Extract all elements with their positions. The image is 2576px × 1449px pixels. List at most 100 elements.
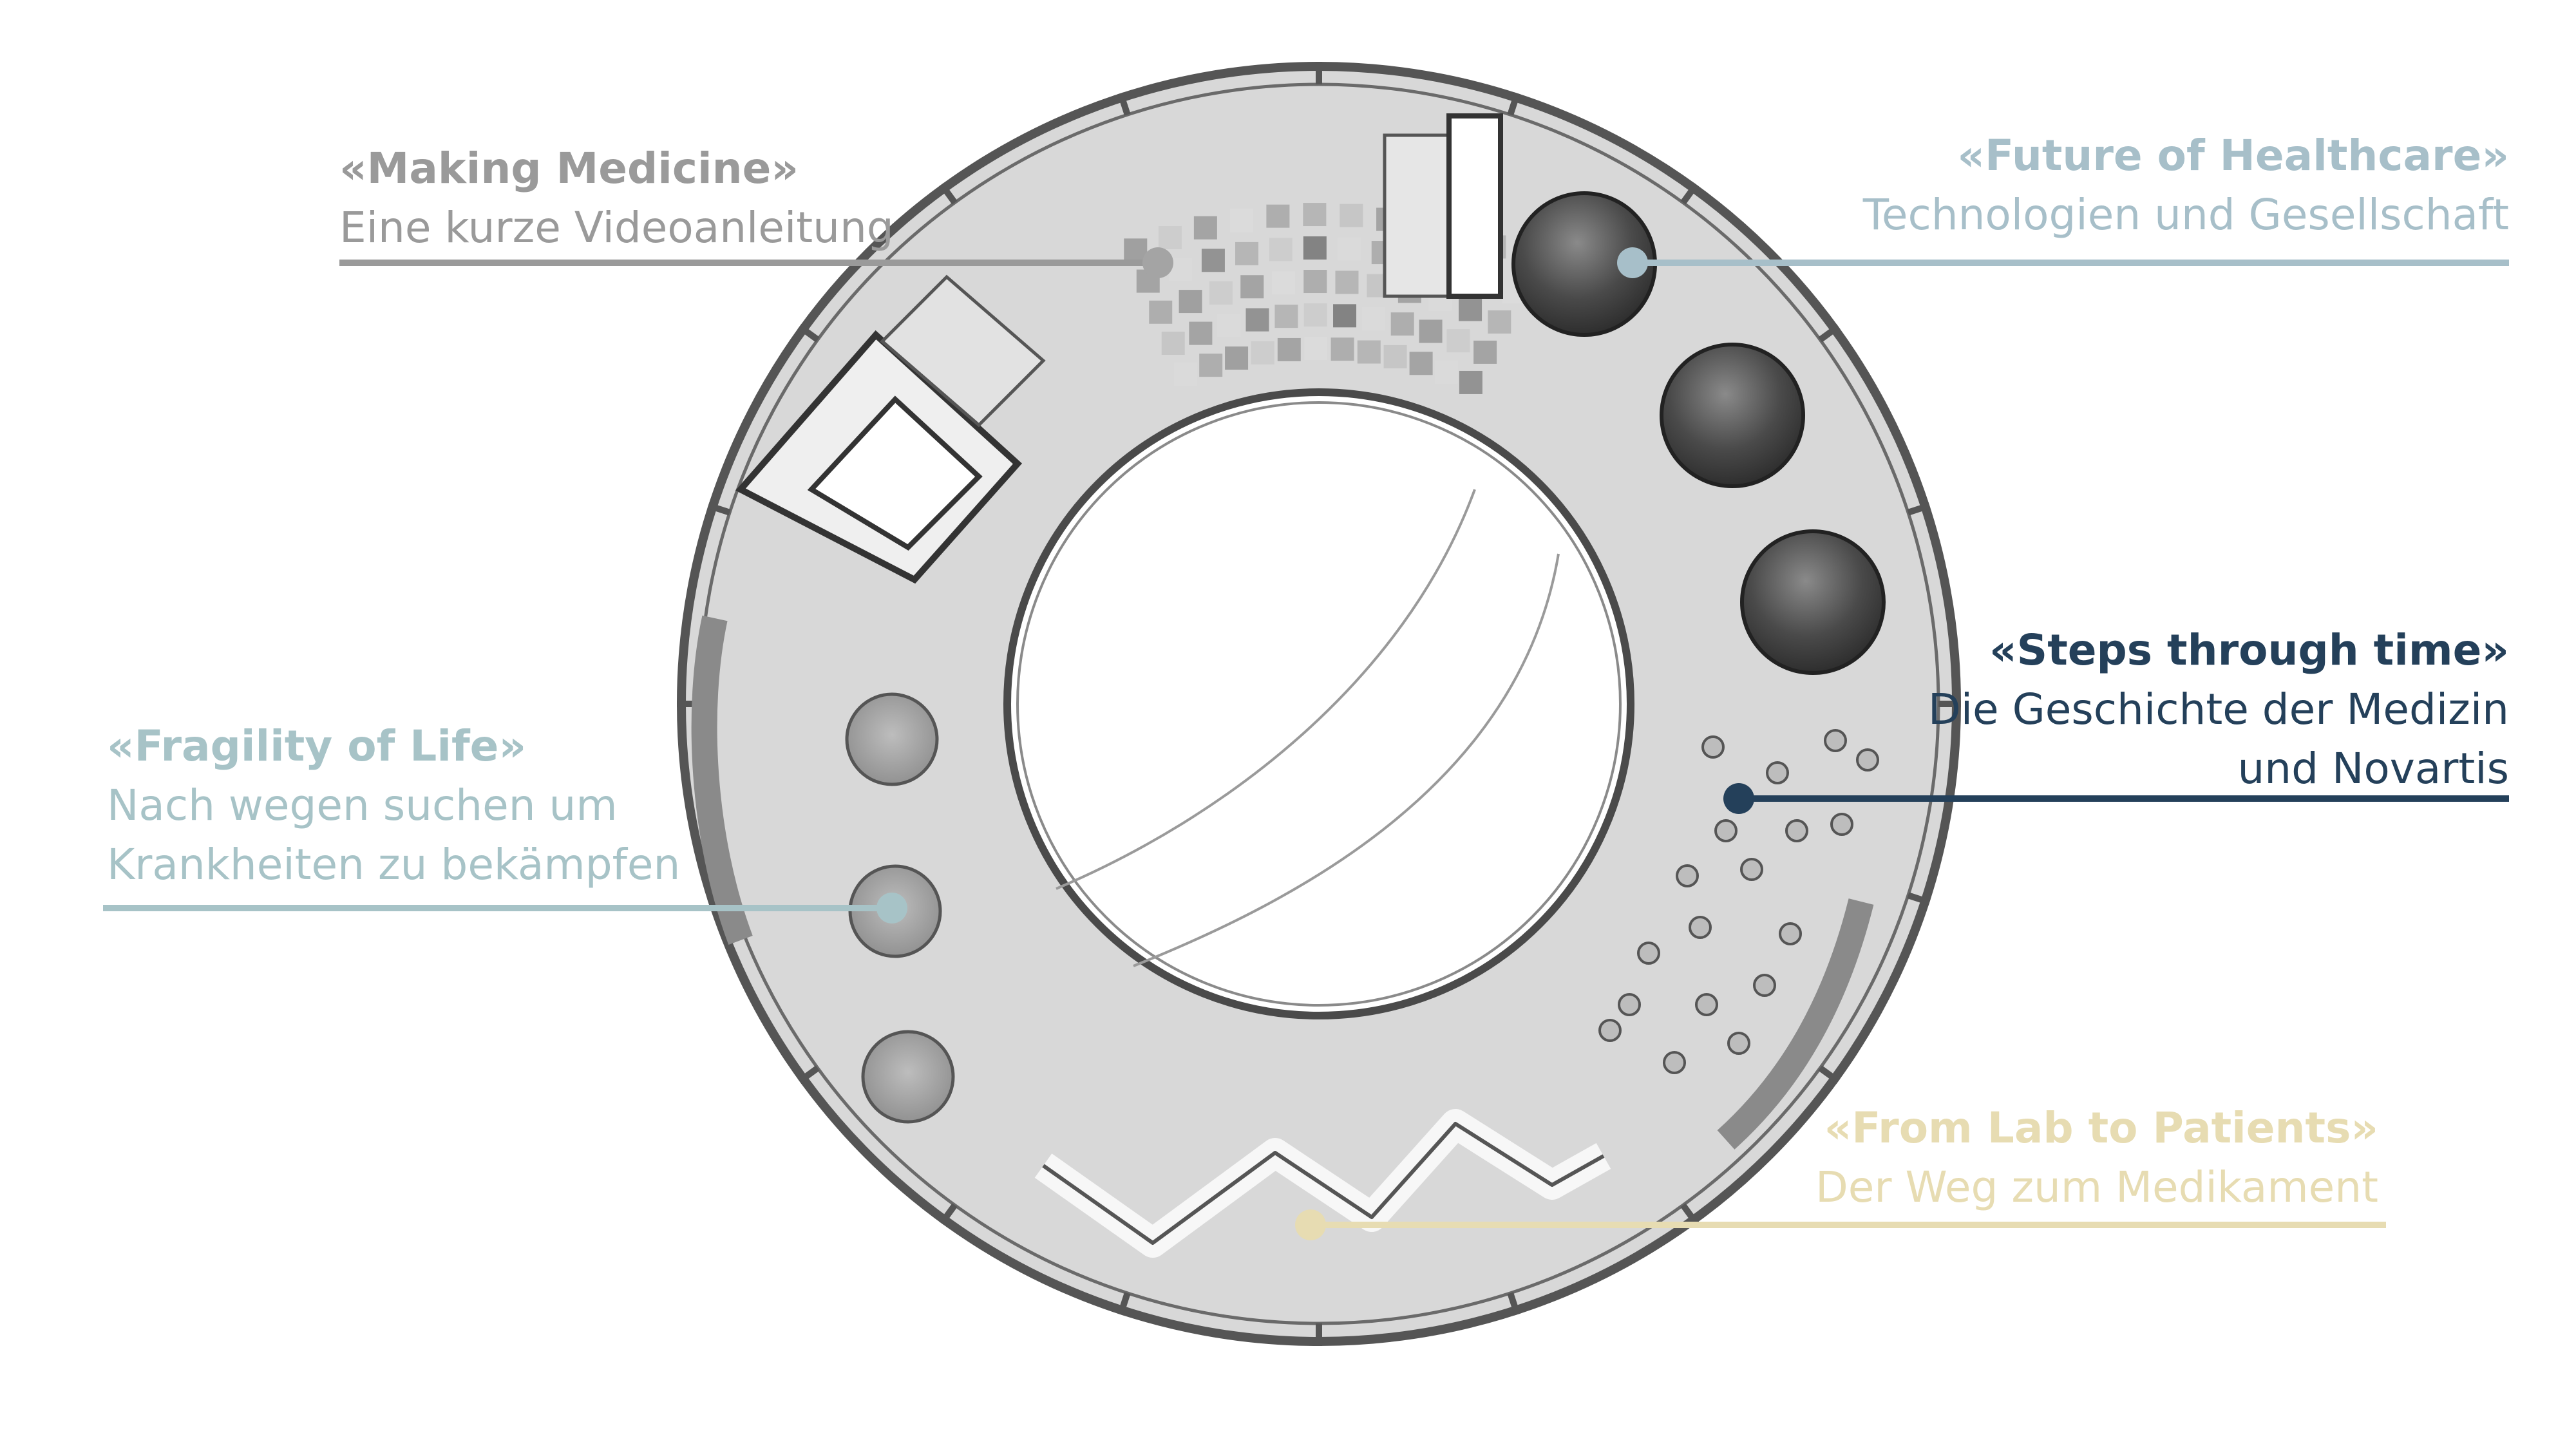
display-disc: [1714, 819, 1738, 842]
facade-tick: [1117, 1292, 1131, 1316]
display-disc: [1785, 819, 1808, 842]
display-disc: [1779, 922, 1802, 945]
dark-pod: [1660, 343, 1805, 488]
floor-tile: [1473, 340, 1497, 364]
floor-tile: [1304, 337, 1328, 361]
floor-tile: [1269, 238, 1293, 261]
label-title: «Making Medicine»: [339, 144, 799, 193]
stair-shaft-top: [1446, 113, 1503, 299]
facade-tick: [1907, 502, 1931, 516]
facade-tick: [1907, 892, 1931, 905]
display-disc: [1695, 993, 1718, 1016]
display-disc: [1856, 748, 1879, 772]
atrium-wall: [1003, 388, 1634, 1019]
label-title: «Future of Healthcare»: [1957, 131, 2509, 180]
fragility-pods: [845, 692, 955, 1124]
floor-tile: [1266, 204, 1290, 228]
floor-tile: [1235, 242, 1259, 265]
display-disc: [1618, 993, 1641, 1016]
facade-tick: [1680, 182, 1700, 205]
label-subtitle: Technologien und Gesellschaft: [1862, 190, 2509, 240]
display-disc: [1753, 974, 1776, 997]
floor-tile: [1331, 337, 1354, 361]
floor-tile: [1335, 270, 1359, 294]
display-disc: [1824, 729, 1847, 752]
floor-tile: [1383, 345, 1407, 368]
steps-discs: [1598, 729, 1879, 1074]
floor-tile: [1209, 281, 1233, 305]
floor-tile: [1189, 321, 1213, 345]
facade-tick: [938, 1203, 958, 1226]
leader-dot-steps: [1723, 783, 1754, 814]
display-disc: [1676, 864, 1699, 887]
floor-tile: [1333, 304, 1357, 328]
floor-tile: [1303, 236, 1327, 260]
grey-pod: [845, 692, 939, 786]
floor-tile: [1459, 298, 1482, 321]
lab-zigzag-outline: [1042, 1122, 1605, 1245]
stair-room-inner: [807, 395, 983, 551]
label-making-medicine: «Making Medicine» Eine kurze Videoanleit…: [339, 139, 894, 258]
stair-run-top: [1383, 133, 1457, 298]
floor-tile: [1225, 346, 1249, 370]
facade-tick: [938, 182, 958, 205]
floor-tile: [1201, 249, 1225, 272]
leader-dot-lab: [1295, 1209, 1326, 1240]
floor-tile: [1459, 370, 1482, 394]
display-disc: [1740, 858, 1763, 881]
floor-tile: [1488, 310, 1511, 334]
future-pods: [1511, 191, 1886, 675]
floor-tile: [1251, 341, 1274, 365]
leader-dot-fragility: [876, 893, 907, 923]
label-fragility-of-life: «Fragility of Life» Nach wegen suchen um…: [107, 717, 680, 895]
floor-tile: [1240, 275, 1264, 299]
facade-tick: [1818, 323, 1841, 343]
facade-ticks: [677, 62, 1961, 1346]
label-subtitle: Nach wegen suchen um: [107, 781, 618, 830]
facade-tick: [1818, 1065, 1841, 1084]
floor-tile: [1390, 312, 1414, 336]
dark-pod: [1740, 529, 1886, 675]
floor-tile: [1303, 270, 1327, 294]
facade-tick: [1507, 1292, 1520, 1316]
display-disc: [1830, 813, 1853, 836]
label-subtitle: Der Weg zum Medikament: [1815, 1162, 2378, 1212]
display-disc: [1637, 942, 1660, 965]
display-disc: [1689, 916, 1712, 939]
atrium-curve: [1056, 489, 1476, 890]
display-disc: [1701, 735, 1725, 759]
floor-tile: [1161, 331, 1185, 355]
bench-left: [691, 615, 753, 945]
label-subtitle-line2: Krankheiten zu bekämpfen: [107, 840, 681, 889]
stair-core: [735, 274, 1046, 584]
floor-tile: [1419, 319, 1443, 343]
display-disc: [1663, 1051, 1686, 1074]
facade-tick: [1680, 1203, 1700, 1226]
label-title: «From Lab to Patients»: [1824, 1103, 2378, 1153]
floor-tile: [1362, 307, 1386, 331]
label-subtitle: Die Geschichte der Medizin: [1927, 685, 2509, 734]
display-disc: [1598, 1019, 1622, 1042]
floor-tile: [1229, 209, 1253, 232]
leader-dot-future: [1617, 247, 1648, 278]
label-title: «Fragility of Life»: [107, 721, 527, 771]
floor-tile: [1434, 360, 1458, 384]
floor-tile: [1446, 329, 1470, 353]
grey-pod: [861, 1030, 955, 1124]
display-disc: [1727, 1032, 1750, 1055]
floor-tile: [1179, 290, 1202, 314]
facade-tick: [707, 502, 731, 516]
leader-dot-making: [1142, 247, 1173, 278]
display-disc: [1766, 761, 1789, 784]
floor-tile: [1245, 308, 1269, 332]
floor-tile: [1217, 314, 1241, 337]
floor-tile: [1340, 204, 1363, 227]
floor-tile: [1199, 354, 1223, 377]
atrium-curve: [1133, 553, 1560, 967]
bench-right: [1717, 898, 1874, 1150]
facade-tick: [797, 1065, 820, 1084]
floor-tile: [1272, 271, 1296, 295]
floor-tile: [1193, 216, 1217, 240]
floor-tile: [1149, 300, 1173, 324]
